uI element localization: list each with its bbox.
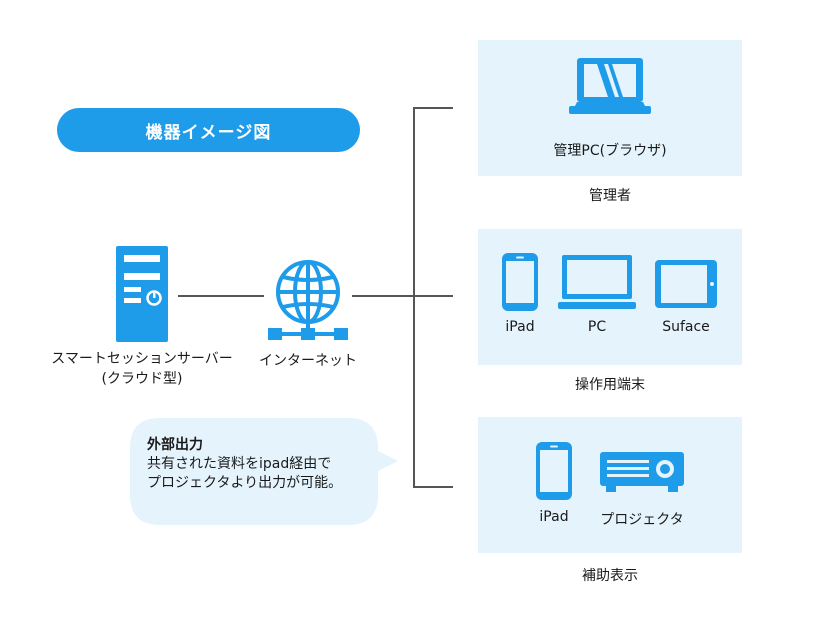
display-projector-label: プロジェクタ bbox=[600, 512, 684, 528]
connector-trunk bbox=[413, 107, 415, 488]
diagram-title: 機器イメージ図 bbox=[57, 108, 360, 152]
server-label: スマートセッションサーバー (クラウド型) bbox=[42, 349, 242, 389]
connector-branch-display bbox=[413, 486, 453, 488]
terminals-pc-label: PC bbox=[587, 319, 607, 335]
bubble-line1: 共有された資料をipad経由で bbox=[147, 456, 332, 472]
server-label-line1: スマートセッションサーバー bbox=[51, 351, 233, 367]
terminals-ipad-label: iPad bbox=[505, 319, 535, 335]
server-icon bbox=[116, 246, 168, 342]
display-ipad-label: iPad bbox=[539, 509, 569, 525]
server-label-line2: (クラウド型) bbox=[101, 371, 183, 387]
smartphone-icon bbox=[502, 253, 538, 311]
smartphone-icon bbox=[536, 442, 572, 500]
connector-server-internet bbox=[178, 295, 264, 297]
bubble-heading: 外部出力 bbox=[147, 437, 203, 453]
projector-icon bbox=[600, 452, 684, 494]
display-caption: 補助表示 bbox=[582, 568, 638, 584]
admin-caption: 管理者 bbox=[589, 188, 631, 204]
bubble-text: 外部出力 共有された資料をipad経由で プロジェクタより出力が可能。 bbox=[147, 436, 387, 493]
terminals-surface-label: Suface bbox=[662, 319, 710, 335]
speech-bubble bbox=[130, 415, 400, 527]
connector-branch-terminals bbox=[413, 295, 453, 297]
tablet-icon bbox=[655, 260, 717, 308]
connector-internet-hub bbox=[352, 295, 414, 297]
internet-label: インターネット bbox=[259, 353, 357, 369]
globe-network-icon bbox=[264, 255, 352, 345]
admin-device-label: 管理PC(ブラウザ) bbox=[553, 143, 667, 159]
monitor-icon bbox=[558, 255, 636, 311]
connector-branch-admin bbox=[413, 107, 453, 109]
laptop-icon bbox=[567, 54, 653, 130]
terminals-caption: 操作用端末 bbox=[575, 377, 645, 393]
bubble-line2: プロジェクタより出力が可能。 bbox=[147, 475, 343, 491]
